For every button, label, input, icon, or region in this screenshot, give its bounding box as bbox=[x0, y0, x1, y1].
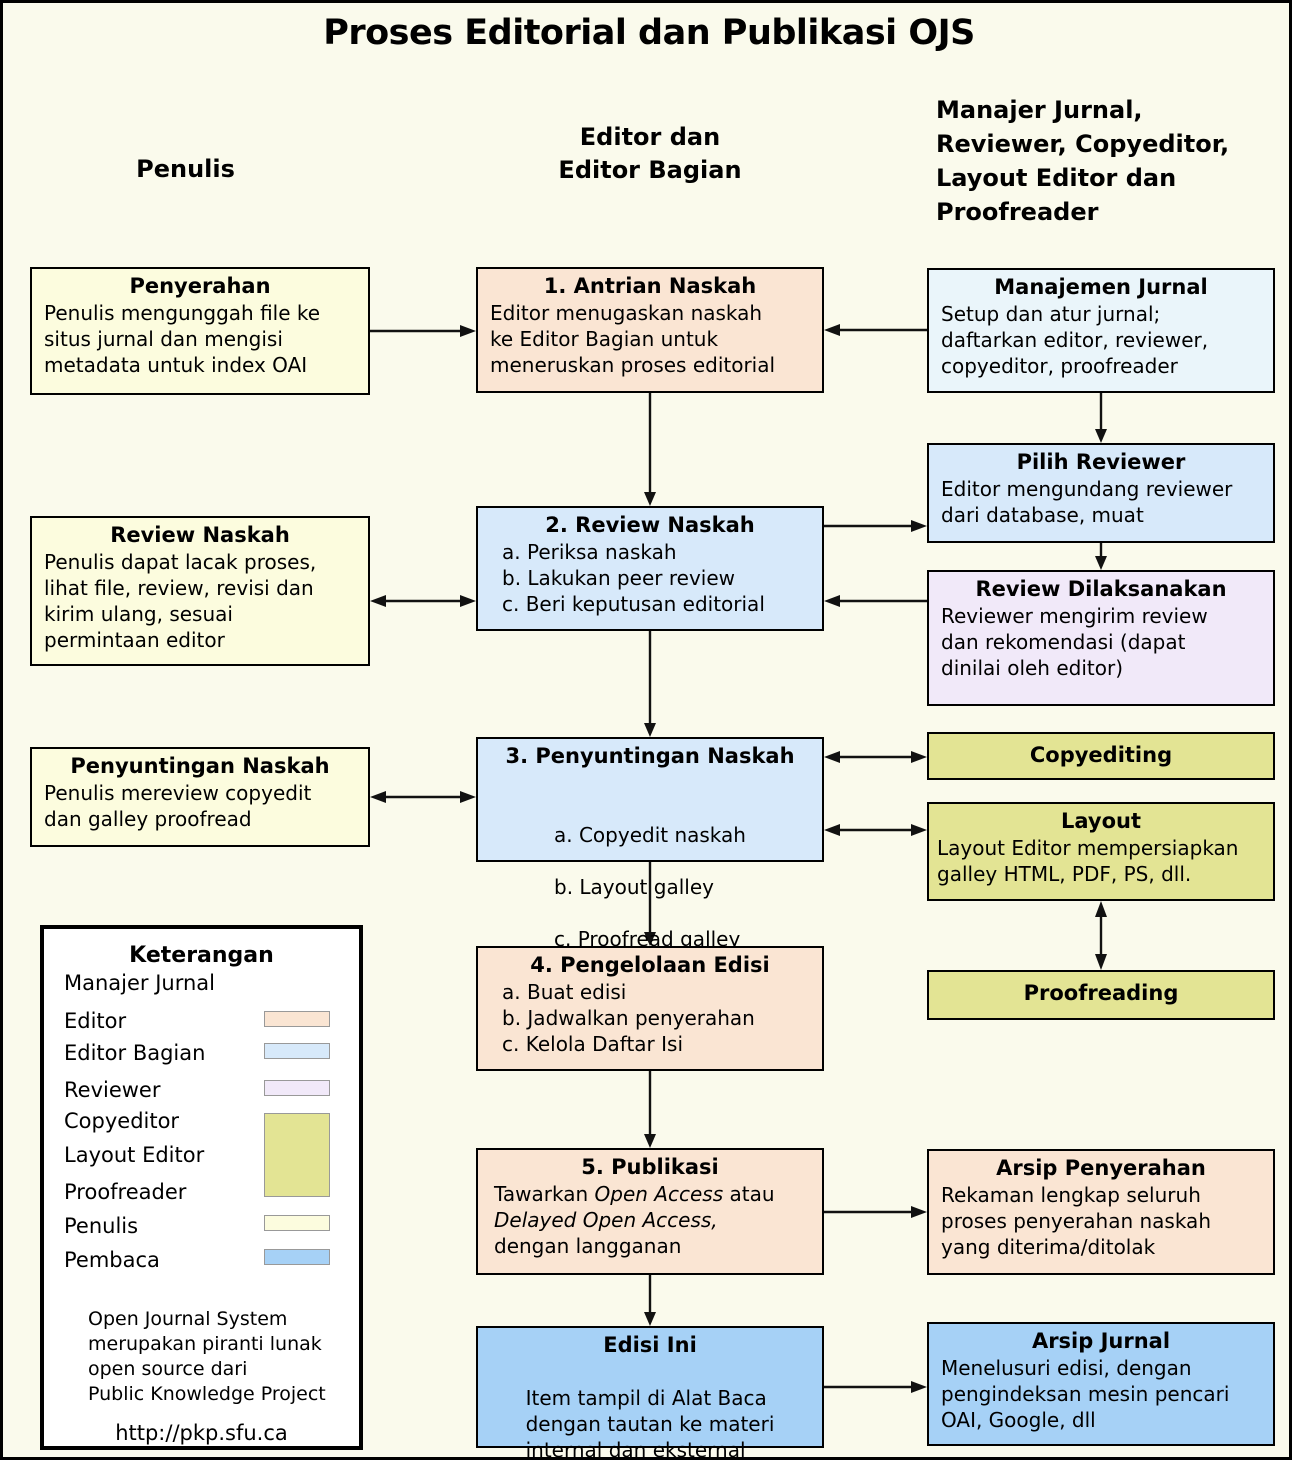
box-title: Penyerahan bbox=[129, 274, 271, 298]
legend-swatch-copyeditor-layout-proofreader bbox=[264, 1113, 330, 1197]
column-header-manajer: Manajer Jurnal, Reviewer, Copyeditor, La… bbox=[936, 96, 1230, 226]
list-item: b. Layout galley bbox=[554, 875, 714, 899]
legend-label-manajer-jurnal: Manajer Jurnal bbox=[64, 971, 216, 995]
column-header-penulis: Penulis bbox=[136, 155, 235, 183]
arrow-layout-proofreading-bidirectional bbox=[1095, 901, 1107, 970]
arrow-review-penulis-bidirectional bbox=[370, 595, 476, 607]
box-review-naskah-penulis: Review Naskah Penulis dapat lacak proses… bbox=[30, 516, 370, 666]
box-title: Layout bbox=[1060, 809, 1141, 833]
box-arsip-penyerahan: Arsip Penyerahan Rekaman lengkap seluruh… bbox=[927, 1149, 1275, 1275]
box-penyerahan: Penyerahan Penulis mengunggah file ke si… bbox=[30, 267, 370, 395]
box-pengelolaan-edisi: 4. Pengelolaan Edisi a. Buat edisi b. Ja… bbox=[476, 946, 824, 1071]
box-title: 4. Pengelolaan Edisi bbox=[530, 953, 770, 977]
box-manajemen-jurnal: Manajemen Jurnal Setup dan atur jurnal; … bbox=[927, 268, 1275, 393]
box-title: Pilih Reviewer bbox=[1016, 450, 1186, 474]
box-title: Penyuntingan Naskah bbox=[70, 754, 330, 778]
box-proofreading: Proofreading bbox=[927, 970, 1275, 1020]
box-title: Review Dilaksanakan bbox=[975, 577, 1227, 601]
box-body: Tawarkan Open Access atau Delayed Open A… bbox=[494, 1182, 775, 1258]
box-body: Setup dan atur jurnal; daftarkan editor,… bbox=[941, 302, 1209, 378]
legend-swatch-editor bbox=[264, 1011, 330, 1027]
box-body: Editor menugaskan naskah ke Editor Bagia… bbox=[490, 301, 776, 377]
arrow-penyuntingan-copyediting-bidirectional bbox=[824, 751, 927, 763]
box-title: Manajemen Jurnal bbox=[994, 275, 1208, 299]
arrow-penyerahan-to-antrian bbox=[370, 325, 476, 337]
box-body: Editor mengundang reviewer dari database… bbox=[941, 477, 1233, 527]
box-title: Review Naskah bbox=[110, 523, 290, 547]
box-review-dilaksanakan: Review Dilaksanakan Reviewer mengirim re… bbox=[927, 570, 1275, 706]
arrow-dilaksanakan-to-review bbox=[824, 595, 927, 607]
legend-url: http://pkp.sfu.ca bbox=[115, 1421, 288, 1445]
column-header-editor: Editor dan Editor Bagian bbox=[558, 123, 742, 184]
arrow-antrian-to-review bbox=[644, 393, 656, 506]
box-title: Arsip Penyerahan bbox=[996, 1156, 1206, 1180]
box-antrian-naskah: 1. Antrian Naskah Editor menugaskan nask… bbox=[476, 267, 824, 393]
box-title: 3. Penyuntingan Naskah bbox=[505, 744, 795, 768]
legend-label-pembaca: Pembaca bbox=[64, 1248, 160, 1272]
legend-title: Keterangan bbox=[129, 943, 274, 968]
box-body: Rekaman lengkap seluruh proses penyeraha… bbox=[941, 1183, 1211, 1259]
arrow-penyuntingan-layout-bidirectional bbox=[824, 824, 927, 836]
legend-label-editor: Editor bbox=[64, 1009, 127, 1033]
box-body: a. Periksa naskah b. Lakukan peer review… bbox=[478, 539, 822, 617]
box-arsip-jurnal: Arsip Jurnal Menelusuri edisi, dengan pe… bbox=[927, 1322, 1275, 1446]
box-body: Item tampil di Alat Baca dengan tautan k… bbox=[525, 1386, 775, 1460]
list-item: c. Kelola Daftar Isi bbox=[502, 1032, 683, 1056]
list-item: a. Buat edisi bbox=[502, 980, 627, 1004]
box-body: Penulis mereview copyedit dan galley pro… bbox=[44, 781, 312, 831]
box-title: Copyediting bbox=[1029, 743, 1173, 767]
legend-swatch-editor-bagian bbox=[264, 1043, 330, 1059]
box-penyuntingan-naskah-penulis: Penyuntingan Naskah Penulis mereview cop… bbox=[30, 747, 370, 847]
box-review-naskah: 2. Review Naskah a. Periksa naskah b. La… bbox=[476, 506, 824, 631]
list-item: a. Copyedit naskah bbox=[554, 823, 746, 847]
list-item: b. Lakukan peer review bbox=[502, 566, 735, 590]
diagram-title: Proses Editorial dan Publikasi OJS bbox=[323, 13, 975, 53]
legend-swatch-reviewer bbox=[264, 1080, 330, 1096]
box-body: Penulis dapat lacak proses, lihat file, … bbox=[44, 550, 317, 652]
box-body: Layout Editor mempersiapkan galley HTML,… bbox=[937, 836, 1239, 886]
arrow-pengelolaan-to-publikasi bbox=[644, 1071, 656, 1148]
box-layout: Layout Layout Editor mempersiapkan galle… bbox=[927, 802, 1275, 901]
box-title: Arsip Jurnal bbox=[1031, 1329, 1171, 1353]
box-pilih-reviewer: Pilih Reviewer Editor mengundang reviewe… bbox=[927, 443, 1275, 543]
legend-swatch-penulis bbox=[264, 1215, 330, 1231]
arrow-review-to-pilih bbox=[824, 520, 927, 532]
legend-footer: Open Journal System merupakan piranti lu… bbox=[88, 1308, 326, 1405]
arrow-penyuntingan-penulis-bidirectional bbox=[370, 791, 476, 803]
box-body: Reviewer mengirim review dan rekomendasi… bbox=[941, 604, 1208, 680]
legend-label-proofreader: Proofreader bbox=[64, 1180, 187, 1204]
legend-label-penulis: Penulis bbox=[64, 1214, 139, 1238]
box-body: Menelusuri edisi, dengan pengindeksan me… bbox=[941, 1356, 1230, 1432]
box-title: Edisi Ini bbox=[603, 1333, 697, 1357]
box-penyuntingan-naskah: 3. Penyuntingan Naskah a. Copyedit naska… bbox=[476, 737, 824, 951]
arrow-pilih-to-dilaksanakan bbox=[1095, 543, 1107, 570]
legend-label-editor-bagian: Editor Bagian bbox=[64, 1041, 206, 1065]
arrow-publikasi-to-edisi bbox=[644, 1275, 656, 1326]
arrow-edisi-to-arsip-jurnal bbox=[824, 1381, 927, 1393]
box-title: 1. Antrian Naskah bbox=[543, 274, 757, 298]
box-edisi-ini: Edisi Ini Item tampil di Alat Baca denga… bbox=[476, 1326, 824, 1457]
list-item: c. Beri keputusan editorial bbox=[502, 592, 765, 616]
legend-label-copyeditor: Copyeditor bbox=[64, 1109, 180, 1133]
box-body: Penulis mengunggah file ke situs jurnal … bbox=[44, 301, 321, 377]
legend-label-layout-editor: Layout Editor bbox=[64, 1143, 205, 1167]
legend: Keterangan Manajer Jurnal Editor Editor … bbox=[40, 925, 363, 1450]
arrow-review-to-penyuntingan bbox=[644, 631, 656, 737]
arrow-publikasi-to-arsip-penyerahan bbox=[824, 1206, 927, 1218]
list-item: a. Periksa naskah bbox=[502, 540, 677, 564]
legend-label-reviewer: Reviewer bbox=[64, 1078, 161, 1102]
box-body: a. Buat edisi b. Jadwalkan penyerahan c.… bbox=[478, 979, 822, 1057]
box-title: Proofreading bbox=[1023, 981, 1179, 1005]
list-item: b. Jadwalkan penyerahan bbox=[502, 1006, 755, 1030]
box-publikasi: 5. Publikasi Tawarkan Open Access atau D… bbox=[476, 1148, 824, 1275]
legend-swatch-pembaca bbox=[264, 1249, 330, 1265]
arrow-manajemen-to-pilih bbox=[1095, 393, 1107, 443]
arrow-manajemen-to-antrian bbox=[824, 324, 927, 336]
box-copyediting: Copyediting bbox=[927, 732, 1275, 780]
box-title: 2. Review Naskah bbox=[545, 513, 755, 537]
box-title: 5. Publikasi bbox=[581, 1155, 719, 1179]
